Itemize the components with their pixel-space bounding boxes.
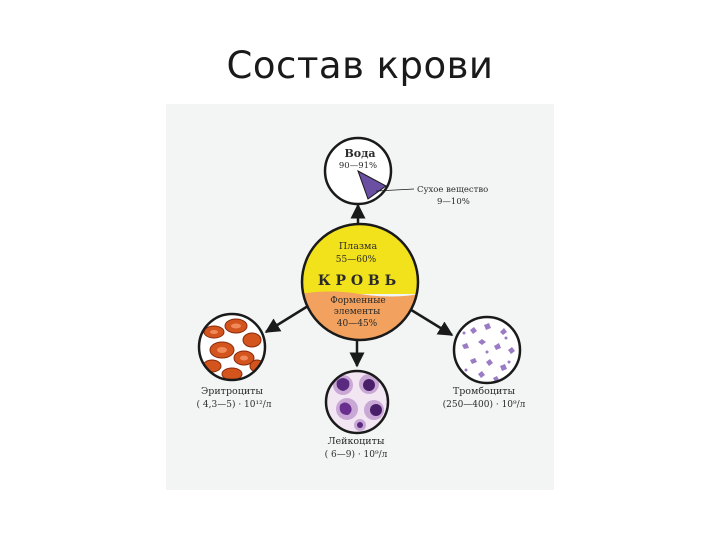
arrow-to-thrombocytes — [407, 306, 454, 337]
water-label: Вода — [344, 147, 375, 160]
erythrocytes-node — [197, 312, 267, 382]
dry-matter-label: Сухое вещество — [417, 185, 488, 195]
erythrocyte-cells-image — [202, 318, 265, 380]
thrombocytes-label: Тромбоциты — [453, 386, 516, 397]
plasma-value: 55—60% — [336, 255, 377, 265]
blood-center-node: Плазма 55—60% К Р О В Ь Форменные элемен… — [300, 222, 420, 342]
dry-matter-wedge — [357, 169, 387, 200]
arrow-to-erythrocytes — [264, 304, 309, 334]
water-value: 90—91% — [339, 161, 377, 171]
formed-label-2: элементы — [334, 307, 381, 317]
formed-value: 40—45% — [337, 319, 378, 329]
water-node: Вода 90—91% — [323, 136, 393, 206]
formed-label-1: Форменные — [330, 296, 385, 306]
leukocytes-node — [324, 369, 390, 435]
plasma-label: Плазма — [339, 241, 378, 252]
slide-title: Состав крови — [226, 44, 494, 87]
blood-word: К Р О В Ь — [318, 273, 396, 289]
dry-matter-leader — [375, 188, 415, 192]
leukocytes-value: ( 6—9) · 10⁹/л — [325, 449, 388, 460]
erythrocytes-value: ( 4,3—5) · 10¹²/л — [197, 399, 272, 410]
dry-matter-value: 9—10% — [437, 197, 470, 207]
leukocytes-label: Лейкоциты — [328, 436, 385, 447]
erythrocytes-label: Эритроциты — [201, 386, 263, 397]
thrombocytes-node — [452, 315, 522, 385]
leukocyte-cells-image — [333, 374, 384, 431]
thrombocytes-value: (250—400) · 10⁹/л — [443, 399, 526, 410]
